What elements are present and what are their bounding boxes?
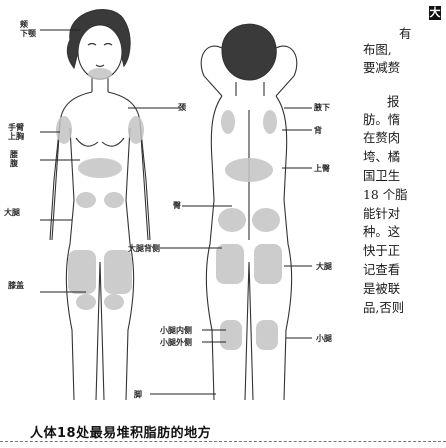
article-line: 要减赘 (363, 60, 401, 75)
label-waist-abdomen: 腰 腹 (10, 150, 18, 168)
front-figure (49, 9, 151, 401)
label-back: 背 (314, 126, 322, 135)
article-line: 垮、橘 (363, 149, 401, 164)
label-thigh-front: 大腿 (4, 208, 20, 217)
article-line: 肪。惰 (363, 112, 401, 127)
back-figure (200, 23, 298, 401)
label-outer-calf: 小腿外侧 (160, 338, 192, 347)
article-line: 18 个脂 (363, 187, 408, 202)
page-cut-line (0, 441, 446, 442)
article-line: 在赘肉 (363, 130, 401, 145)
article-line: 布图, (363, 42, 392, 57)
label-buttocks: 臀 (173, 201, 181, 210)
label-inner-calf: 小腿内侧 (160, 326, 192, 335)
article-line: 品,否则 (363, 300, 405, 315)
article-column: 大 有 布图, 要减赘 报 肪。惰 在赘肉 垮、橘 国卫生 18 个脂 能针对 … (363, 0, 446, 440)
article-line: 快于正 (363, 243, 401, 258)
label-upper-buttocks: 上臀 (314, 164, 330, 173)
label-back-thigh: 大腿背侧 (128, 244, 160, 253)
article-line: 能针对 (363, 206, 401, 221)
label-neck: 颈 (178, 103, 186, 112)
label-ankle: 脚 (134, 390, 142, 399)
label-calf: 小腿 (316, 334, 332, 343)
label-upper-arm-chest: 手臂 上胸 (8, 123, 24, 141)
article-line: 记查看 (363, 262, 401, 277)
body-figures (40, 9, 312, 401)
label-cheek-chin: 颊 下颚 (20, 20, 36, 38)
article-heading-mark: 大 (429, 6, 441, 20)
article-line: 报 (387, 94, 400, 109)
leader-lines (40, 29, 312, 395)
article-line: 有 (399, 26, 412, 41)
label-armpit: 腋下 (314, 103, 330, 112)
label-knee: 膝盖 (8, 281, 24, 290)
front-fat-zones (56, 68, 144, 310)
article-line: 种。这 (363, 224, 401, 239)
back-fat-zones (216, 110, 282, 350)
body-fat-illustration: 颊 下颚 颈 手臂 上胸 腰 腹 大腿 膝盖 腋下 背 上臀 臀 大腿背侧 大腿… (4, 9, 332, 441)
figure-caption: 人体18处最易堆积脂肪的地方 (30, 426, 212, 441)
label-outer-thigh: 大腿 (316, 262, 332, 271)
article-line: 是被联 (363, 281, 401, 296)
article-line: 国卫生 (363, 168, 401, 183)
